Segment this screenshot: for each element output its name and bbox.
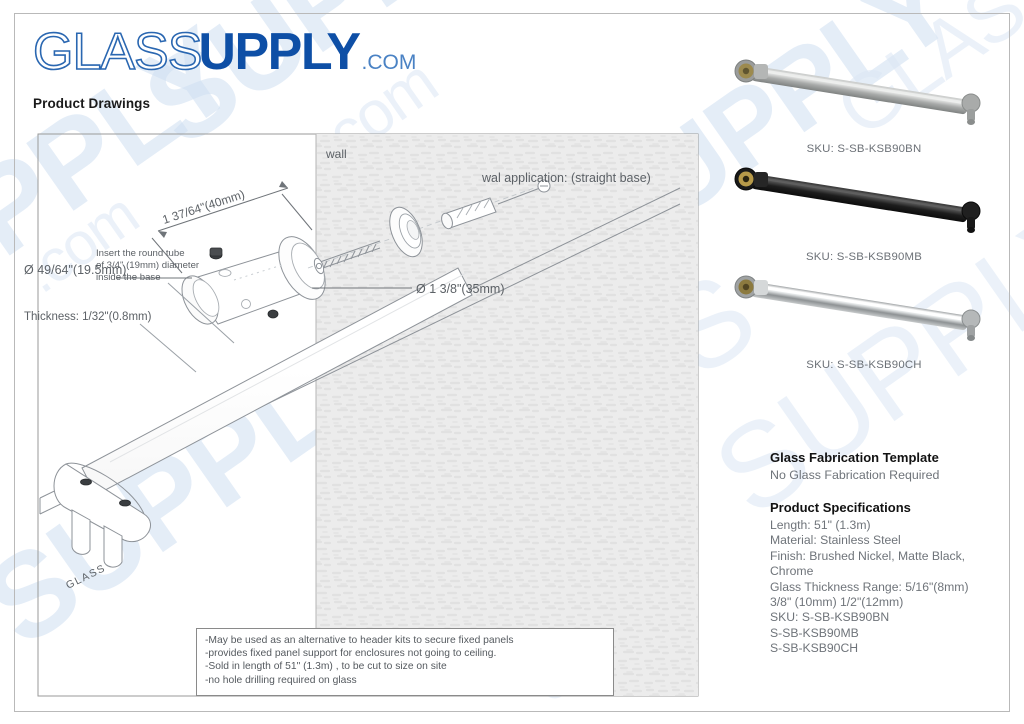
- product-chrome: SKU: S-SB-KSB90CH: [728, 271, 1000, 371]
- brand-logo: GLASS UPPLY .COM: [32, 23, 417, 81]
- logo-text-upply: UPPLY: [198, 23, 361, 81]
- wall-base: [181, 236, 326, 325]
- wall-label: wall: [325, 147, 347, 161]
- cover-disc: [389, 206, 423, 258]
- fabrication-value: No Glass Fabrication Required: [770, 468, 940, 482]
- notes-box: -May be used as an alternative to header…: [196, 628, 614, 696]
- technical-drawing: GLASS: [20, 128, 720, 708]
- product-image-brushed-nickel: [728, 55, 1000, 141]
- fabrication-heading: Glass Fabrication Template: [770, 450, 939, 465]
- spec-line: SKU: S-SB-KSB90BN: [770, 610, 890, 625]
- product-gallery: SKU: S-SB-KSB90BN: [728, 55, 1000, 379]
- anchor-assembly: [307, 179, 551, 275]
- note-insert-line1: Insert the round tube: [96, 248, 185, 259]
- product-matte-black: SKU: S-SB-KSB90MB: [728, 163, 1000, 263]
- spec-line: S-SB-KSB90CH: [770, 641, 859, 656]
- note-insert-leader: [167, 282, 235, 344]
- note-item: -provides fixed panel support for enclos…: [205, 648, 497, 660]
- spec-line: Finish: Brushed Nickel, Matte Black,: [770, 548, 966, 563]
- dimension-tube-diameter-label: Ø 49/64"(19.5mm): [24, 263, 126, 277]
- spec-line: 3/8" (10mm) 1/2"(12mm): [770, 595, 904, 610]
- dimension-base-diameter-label: Ø 1 3/8"(35mm): [416, 282, 505, 296]
- note-thickness-label: Thickness: 1/32"(0.8mm): [24, 311, 152, 323]
- note-insert-line3: inside the base: [96, 272, 161, 283]
- product-sku-brushed-nickel: SKU: S-SB-KSB90BN: [806, 143, 922, 155]
- glass-panel-label: GLASS: [64, 562, 108, 592]
- note-item: -May be used as an alternative to header…: [205, 635, 514, 646]
- product-sku-matte-black: SKU: S-SB-KSB90MB: [805, 251, 923, 263]
- note-item: -Sold in length of 51" (1.3m) , to be cu…: [205, 661, 447, 673]
- spec-line: Chrome: [770, 564, 814, 579]
- spec-line: Length: 51" (1.3m): [770, 518, 871, 532]
- wall-plug: [441, 197, 497, 230]
- specifications-panel: Glass Fabrication Template No Glass Fabr…: [770, 450, 1022, 657]
- logo-text-tld: .COM: [361, 51, 417, 74]
- note-item: -no hole drilling required on glass: [205, 674, 357, 686]
- logo-text-glass: GLASS: [32, 23, 203, 81]
- wall-application-label: wal application: (straight base): [481, 171, 651, 185]
- page-title: Product Drawings: [33, 96, 151, 111]
- spec-line: S-SB-KSB90MB: [770, 625, 859, 640]
- product-brushed-nickel: SKU: S-SB-KSB90BN: [728, 55, 1000, 155]
- product-image-chrome: [728, 271, 1000, 357]
- spec-line: Glass Thickness Range: 5/16"(8mm): [770, 579, 969, 594]
- product-sku-chrome: SKU: S-SB-KSB90CH: [806, 359, 922, 371]
- page-border: [14, 13, 1010, 712]
- note-thickness-leader: [139, 323, 197, 373]
- glass-clamp: [53, 462, 151, 568]
- drawing-svg: GLASS: [24, 133, 699, 697]
- product-image-matte-black: [728, 163, 1000, 249]
- spec-line: Material: Stainless Steel: [770, 533, 901, 548]
- note-insert-line2: of 3/4" (19mm) diameter: [96, 260, 200, 271]
- dimension-flange-depth: [151, 181, 313, 274]
- specifications-heading: Product Specifications: [770, 500, 911, 515]
- dimension-flange-depth-label: 1 37/64"(40mm): [161, 187, 247, 227]
